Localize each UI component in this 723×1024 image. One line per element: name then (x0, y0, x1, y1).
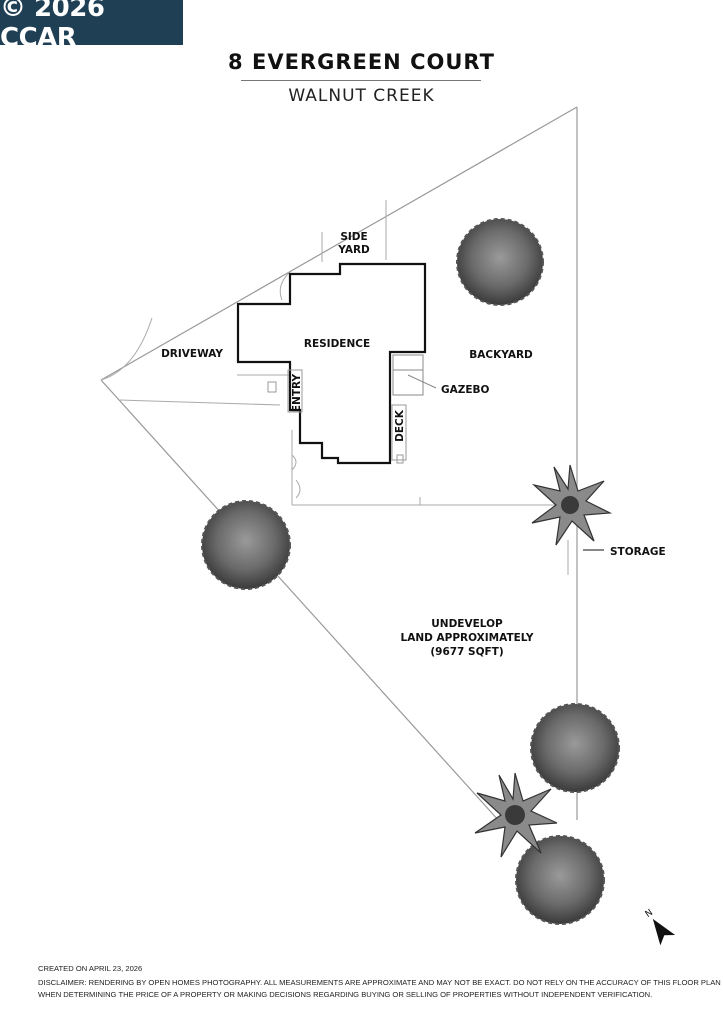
land-label-line3: (9677 SQFT) (430, 646, 503, 658)
entry-label: ENTRY (291, 373, 303, 412)
backyard-label: BACKYARD (469, 349, 533, 361)
disclaimer-line2: WHEN DETERMINING THE PRICE OF A PROPERTY… (38, 990, 653, 999)
residence-label: RESIDENCE (304, 338, 370, 350)
residence-walls (236, 262, 427, 465)
north-arrow-icon: N (644, 908, 676, 946)
round-tree-icon (530, 703, 620, 793)
disclaimer-line1: DISCLAIMER: RENDERING BY OPEN HOMES PHOT… (38, 978, 721, 987)
palm-tree-icon (474, 772, 558, 858)
gazebo-outline (392, 354, 437, 396)
entry-deck-outlines (267, 369, 407, 464)
title-divider (241, 80, 481, 81)
driveway-label: DRIVEWAY (161, 348, 223, 360)
created-date: CREATED ON APRIL 23, 2026 (38, 964, 143, 973)
side-yard-label-line2: YARD (337, 244, 370, 256)
lot-boundary (100, 106, 578, 823)
deck-label: DECK (394, 409, 406, 442)
storage-label: STORAGE (610, 546, 666, 558)
yard-lines (100, 200, 569, 575)
land-label-line1: UNDEVELOP (431, 618, 503, 630)
side-yard-label-line1: SIDE (340, 231, 367, 243)
land-label-line2: LAND APPROXIMATELY (401, 632, 534, 644)
svg-text:N: N (644, 908, 655, 920)
round-tree-icon (456, 218, 544, 306)
round-tree-icon (515, 835, 605, 925)
page-title: 8 EVERGREEN COURT (228, 50, 495, 74)
page-subtitle: WALNUT CREEK (288, 86, 435, 106)
round-tree-icon (201, 500, 291, 590)
gazebo-label: GAZEBO (441, 384, 490, 396)
palm-tree-icon (531, 464, 613, 546)
